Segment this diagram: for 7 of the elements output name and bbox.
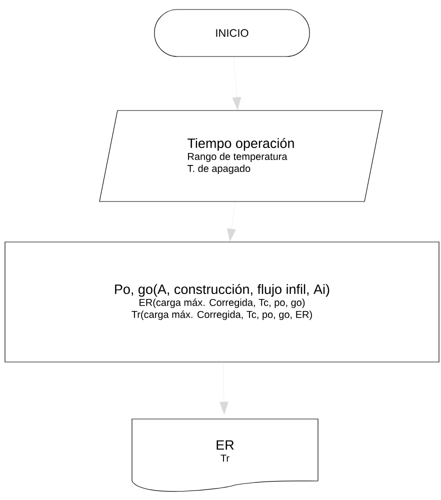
arrow: [220, 362, 228, 415]
input-parallelogram: Tiempo operación Rango de temperatura T. de apagado: [99, 110, 383, 202]
start-terminal: INICIO: [154, 9, 310, 57]
arrow: [227, 202, 236, 242]
arrow: [232, 56, 242, 110]
process-box: Po, go(A, construcción, flujo infil, Ai) ER(carga máx. Corregida, Tc, po, go) Tr(carga máx. Corregida, Tc, po, go, ER): [4, 242, 440, 362]
output-document: ER Tr: [132, 418, 318, 492]
